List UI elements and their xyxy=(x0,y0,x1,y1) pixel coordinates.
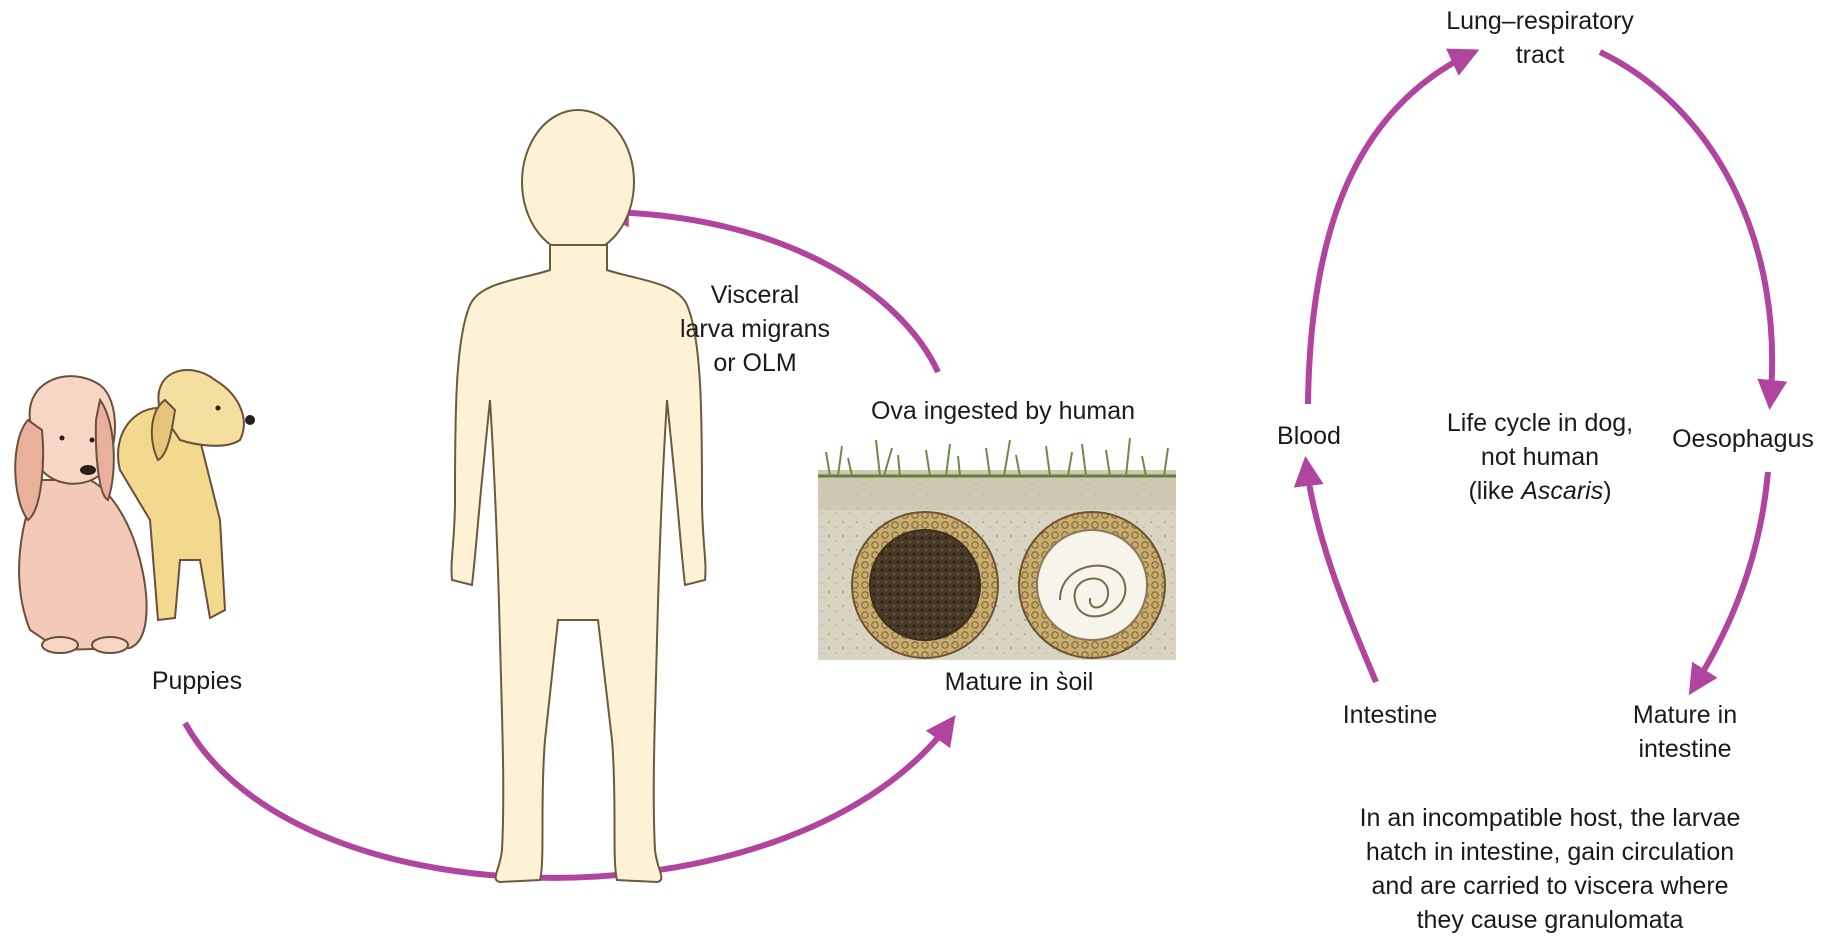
ascaris-italic: Ascaris xyxy=(1521,477,1603,505)
mature-in-intestine-label: Mature in intestine xyxy=(1610,698,1760,766)
puppies-label: Puppies xyxy=(132,664,262,698)
lung-label-line-2: tract xyxy=(1420,38,1660,72)
arrow-puppies-to-soil xyxy=(185,720,952,878)
center-line-3-prefix: (like xyxy=(1468,477,1521,505)
center-line-3-suffix: ) xyxy=(1603,477,1611,505)
note-line-3: and are carried to viscera where xyxy=(1330,869,1770,903)
center-line-2: not human xyxy=(1420,440,1660,474)
vlm-label-line-3: or OLM xyxy=(660,346,850,380)
puppies-illustration xyxy=(15,370,255,653)
arrow-intestine-to-blood xyxy=(1306,462,1376,682)
blood-label: Blood xyxy=(1264,419,1354,453)
arrow-lung-to-oesophagus xyxy=(1600,52,1772,404)
center-line-1: Life cycle in dog, xyxy=(1420,406,1660,440)
vlm-label-line-1: Visceral xyxy=(660,278,850,312)
mature-in-soil-label: Mature in s̀oil xyxy=(904,665,1134,699)
note-line-1: In an incompatible host, the larvae xyxy=(1330,801,1770,835)
life-cycle-center-label: Life cycle in dog, not human (like Ascar… xyxy=(1420,406,1660,508)
lung-respiratory-label: Lung–respiratory tract xyxy=(1420,4,1660,72)
oesophagus-label: Oesophagus xyxy=(1668,422,1818,456)
mature-label-line-2: intestine xyxy=(1610,732,1760,766)
human-figure xyxy=(452,110,706,882)
intestine-label: Intestine xyxy=(1330,698,1450,732)
note-line-4: they cause granulomata xyxy=(1330,903,1770,937)
note-line-2: hatch in intestine, gain circulation xyxy=(1330,835,1770,869)
ovum-embryonated xyxy=(1019,512,1165,658)
arrow-blood-to-lung xyxy=(1308,52,1474,404)
lung-label-line-1: Lung–respiratory xyxy=(1420,4,1660,38)
arrow-oesophagus-to-mature xyxy=(1692,472,1768,690)
vlm-label-line-2: larva migrans xyxy=(660,312,850,346)
center-line-3: (like Ascaris) xyxy=(1420,474,1660,508)
soil-panel xyxy=(818,438,1176,660)
mature-label-line-1: Mature in xyxy=(1610,698,1760,732)
pink-puppy xyxy=(15,376,146,653)
vlm-label: Visceral larva migrans or OLM xyxy=(660,278,850,380)
ova-ingested-label: Ova ingested by human xyxy=(848,394,1158,428)
ovum-undeveloped xyxy=(852,512,998,658)
incompatible-host-note: In an incompatible host, the larvae hatc… xyxy=(1330,801,1770,937)
